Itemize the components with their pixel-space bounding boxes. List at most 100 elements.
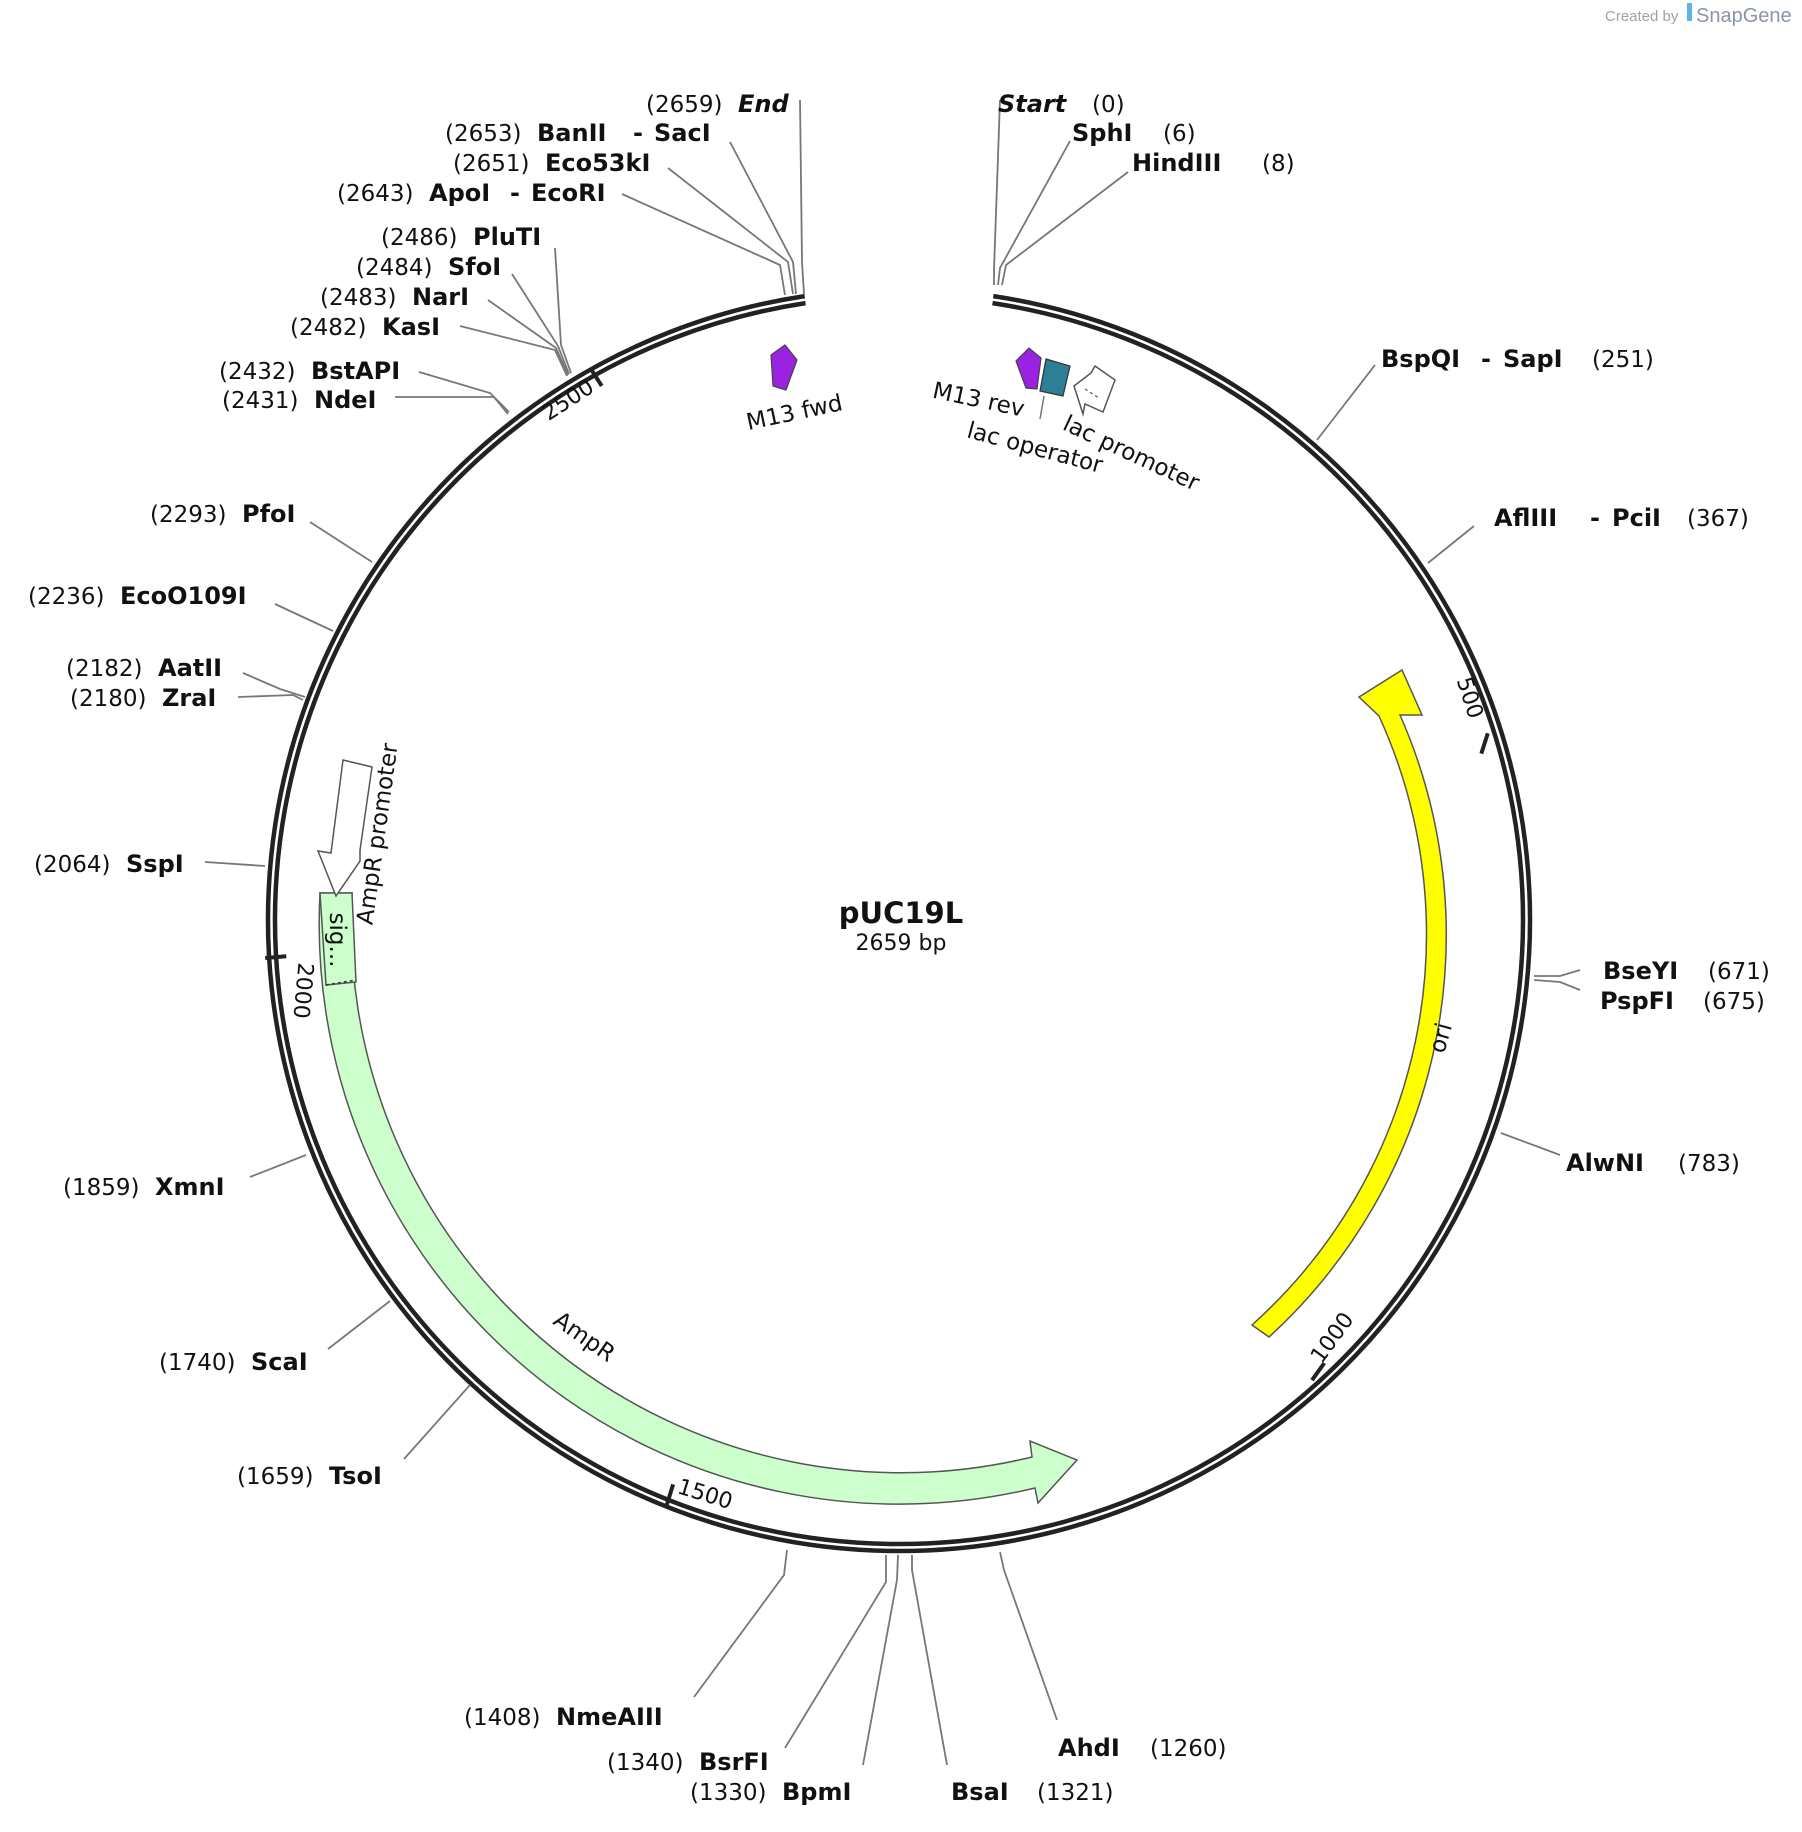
site-afliii-pcii[interactable]: AflIII - PciI (367) — [1494, 504, 1749, 532]
enzyme-pos-zrai: (2180) — [70, 686, 146, 712]
enzyme-pos-nari: (2483) — [320, 285, 396, 311]
site-alwni[interactable]: AlwNI (783) — [1566, 1149, 1740, 1177]
site-nari[interactable]: (2483) NarI — [320, 283, 469, 311]
tick-label-2000: 2000 — [288, 962, 318, 1020]
site-sspi[interactable]: (2064) SspI — [34, 850, 184, 878]
site-scai[interactable]: (1740) ScaI — [159, 1348, 308, 1376]
start-name: Start — [998, 90, 1068, 118]
enzyme-pos-xmni: (1859) — [63, 1175, 139, 1201]
sig-label: sig... — [324, 913, 350, 968]
m13-fwd-primer[interactable] — [770, 344, 798, 391]
enzyme-name-alwni: AlwNI — [1566, 1149, 1644, 1177]
enzyme-name-aatii: AatII — [158, 654, 222, 682]
enzyme-name-pcii: PciI — [1612, 504, 1661, 532]
m13-rev-primer[interactable] — [1015, 347, 1042, 390]
ori-feature-arrow[interactable] — [1250, 668, 1447, 1338]
enzyme-name-bpmi: BpmI — [782, 1778, 851, 1806]
enzyme-name-kasi: KasI — [382, 313, 440, 341]
snapgene-watermark: Created by SnapGene — [1605, 3, 1792, 27]
connector-sphi — [997, 140, 1071, 286]
connector-ecoo109i — [274, 603, 334, 632]
enzyme-name-hindiii: HindIII — [1132, 149, 1221, 177]
connector-eco53ki — [667, 167, 794, 295]
ampr-signal-sequence[interactable] — [319, 892, 357, 986]
enzyme-pos-bstapi: (2432) — [219, 359, 295, 385]
signal-sequence-divider — [325, 979, 357, 986]
enzyme-pos-bsai: (1321) — [1037, 1780, 1113, 1806]
enzyme-pos-sfoi: (2484) — [356, 255, 432, 281]
enzyme-pos-ndei: (2431) — [222, 388, 298, 414]
enzyme-pos-nmeaiii: (1408) — [464, 1705, 540, 1731]
site-bpmi[interactable]: (1330) BpmI — [690, 1778, 851, 1806]
connector-afliii-pcii — [1427, 525, 1475, 564]
connector-banii-saci — [729, 141, 797, 295]
ampr-feature-arrow[interactable] — [318, 892, 1079, 1505]
site-nmeaiii[interactable]: (1408) NmeAIII — [464, 1703, 663, 1731]
site-end[interactable]: (2659) End — [646, 90, 789, 118]
connector-hindiii — [1001, 171, 1129, 286]
enzyme-name-sspi: SspI — [126, 850, 184, 878]
enzyme-pos-sphi: (6) — [1163, 121, 1196, 147]
site-bstapi[interactable]: (2432) BstAPI — [219, 357, 400, 385]
site-eco53ki[interactable]: (2651) Eco53kI — [453, 149, 650, 177]
connector-pspfi — [1533, 979, 1581, 991]
site-pspfi[interactable]: PspFI (675) — [1600, 987, 1765, 1015]
lac-operator-box[interactable] — [1039, 358, 1071, 397]
enzyme-pos-pfoi: (2293) — [150, 502, 226, 528]
enzyme-name-banii: BanII — [537, 119, 606, 147]
enzyme-pos-pluti: (2486) — [381, 225, 457, 251]
site-bseyi[interactable]: BseYI (671) — [1603, 957, 1770, 985]
enzyme-name-tsoi: TsoI — [329, 1462, 382, 1490]
connector-alwni — [1500, 1132, 1561, 1156]
enzyme-pos-alwni: (783) — [1678, 1151, 1740, 1177]
site-sphi[interactable]: SphI (6) — [1072, 119, 1196, 147]
site-xmni[interactable]: (1859) XmnI — [63, 1173, 225, 1201]
site-bspqi-sapi[interactable]: BspQI - SapI (251) — [1381, 345, 1654, 373]
enzyme-name-nmeaiii: NmeAIII — [556, 1703, 663, 1731]
site-bsrfi[interactable]: (1340) BsrFI — [607, 1748, 769, 1776]
enzyme-name-ecori: EcoRI — [531, 179, 606, 207]
ampr-promoter-arrow[interactable] — [316, 759, 373, 898]
enzyme-name-bspqi: BspQI — [1381, 345, 1460, 373]
tick-mark-2500 — [588, 366, 604, 387]
connector-bsrfi — [784, 1555, 887, 1749]
enzyme-name-pspfi: PspFI — [1600, 987, 1674, 1015]
site-sfoi[interactable]: (2484) SfoI — [356, 253, 501, 281]
m13-rev-label: M13 rev — [930, 378, 1027, 423]
plasmid-size: 2659 bp — [856, 931, 947, 956]
end-pos: (2659) — [646, 92, 722, 118]
enzyme-name-pluti: PluTI — [473, 223, 541, 251]
site-pfoi[interactable]: (2293) PfoI — [150, 500, 295, 528]
site-kasi[interactable]: (2482) KasI — [290, 313, 440, 341]
connector-bsai — [911, 1555, 948, 1766]
connector-kasi — [459, 325, 568, 377]
enzyme-name-sfoi: SfoI — [448, 253, 501, 281]
site-ecoo109i[interactable]: (2236) EcoO109I — [28, 582, 247, 610]
site-banii-saci[interactable]: (2653) BanII - SacI — [445, 119, 711, 147]
start-pos: (0) — [1092, 92, 1125, 118]
m13-fwd-label: M13 fwd — [744, 390, 845, 436]
site-ndei[interactable]: (2431) NdeI — [222, 386, 376, 414]
connector-apoi-ecori — [621, 193, 786, 296]
tick-mark-1500 — [664, 1483, 676, 1506]
enzyme-pos-bsrfi: (1340) — [607, 1750, 683, 1776]
enzyme-pos-banii-saci: (2653) — [445, 121, 521, 147]
tick-mark-1000 — [1310, 1361, 1326, 1382]
enzyme-sep-sapi: - — [1481, 345, 1491, 373]
enzyme-pos-afliii-pcii: (367) — [1687, 506, 1749, 532]
watermark-brand: SnapGene — [1696, 5, 1792, 27]
site-bsai[interactable]: BsaI (1321) — [951, 1778, 1113, 1806]
site-hindiii[interactable]: HindIII (8) — [1132, 149, 1295, 177]
site-apoi-ecori[interactable]: (2643) ApoI - EcoRI — [337, 179, 606, 207]
site-zrai[interactable]: (2180) ZraI — [70, 684, 216, 712]
enzyme-name-zrai: ZraI — [162, 684, 216, 712]
site-aatii[interactable]: (2182) AatII — [66, 654, 222, 682]
site-ahdi[interactable]: AhdI (1260) — [1058, 1734, 1226, 1762]
enzyme-name-bsrfi: BsrFI — [699, 1748, 769, 1776]
site-pluti[interactable]: (2486) PluTI — [381, 223, 541, 251]
site-start[interactable]: Start (0) — [998, 90, 1125, 118]
site-tsoi[interactable]: (1659) TsoI — [237, 1462, 382, 1490]
lac-promoter-arrow[interactable] — [1073, 364, 1116, 417]
